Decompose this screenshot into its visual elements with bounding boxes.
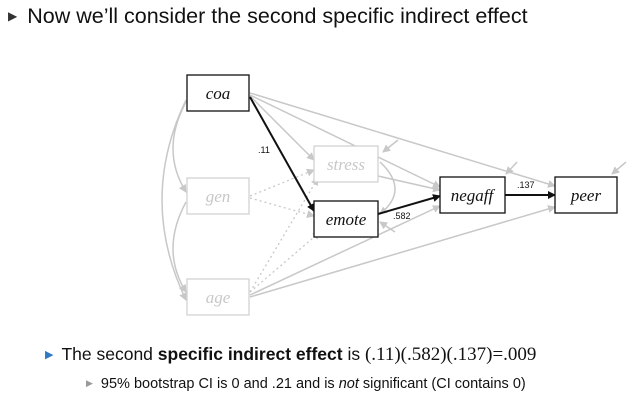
covariance-coa-age [161,99,187,301]
slide-title: ▶ Now we’ll consider the second specific … [8,4,528,29]
node-coa: coa [186,74,250,112]
path-gen-emote [249,197,315,218]
node-peer-label: peer [570,186,602,205]
node-stress: stress [313,145,379,183]
slide-title-text: Now we’ll consider the second specific i… [27,4,528,28]
bullet-triangle-icon: ▶ [45,349,54,361]
node-negaff: negaff [439,176,506,214]
node-age-label: age [206,288,231,307]
bullet1-formula: (.11)(.582)(.137)=.009 [364,344,537,365]
path-coa-stress [249,95,315,161]
bullet-triangle-icon: ▶ [86,378,93,388]
residual-emote [379,221,396,233]
bullet1-mid: is [342,344,365,364]
path-age-peer [249,205,556,298]
path-coa-emote [249,96,315,212]
node-stress-label: stress [327,155,365,174]
coef-emote-negaff: .582 [393,211,411,221]
path-stress-negaff [377,175,441,193]
coef-coa-emote: .11 [258,145,270,155]
node-gen: gen [186,177,250,215]
residual-stress [382,139,399,153]
residual-peer [611,161,627,175]
node-coa-label: coa [206,84,231,103]
node-negaff-label: negaff [451,186,496,205]
bullet2-prefix: 95% bootstrap CI is 0 and .21 and is [100,376,339,392]
path-emote-negaff [377,194,441,215]
covariance-gen-age [172,201,187,293]
node-peer: peer [554,176,618,214]
bullet2-italic: not [338,376,359,392]
coef-negaff-peer: .137 [517,180,535,190]
bullet1-bold: specific indirect effect [157,344,343,364]
path-age-stress [249,177,319,293]
path-coa-negaff [249,94,441,188]
node-age: age [186,278,250,316]
bullet2-suffix: significant (CI contains 0) [358,376,526,392]
node-emote: emote [313,200,379,238]
bullet-bootstrap-ci: ▶ 95% bootstrap CI is 0 and .21 and is no… [86,376,526,392]
bullet1-prefix: The second [61,344,158,364]
node-emote-label: emote [326,210,367,229]
path-gen-stress [249,168,315,197]
bullet-specific-indirect-effect: ▶The second specific indirect effect is … [45,344,536,366]
bullet-triangle-icon: ▶ [8,9,18,23]
node-gen-label: gen [206,187,231,206]
covariance-stress-emote [379,161,396,215]
path-age-negaff [249,205,441,296]
path-coa-peer [249,92,556,188]
path-age-emote [249,231,321,293]
